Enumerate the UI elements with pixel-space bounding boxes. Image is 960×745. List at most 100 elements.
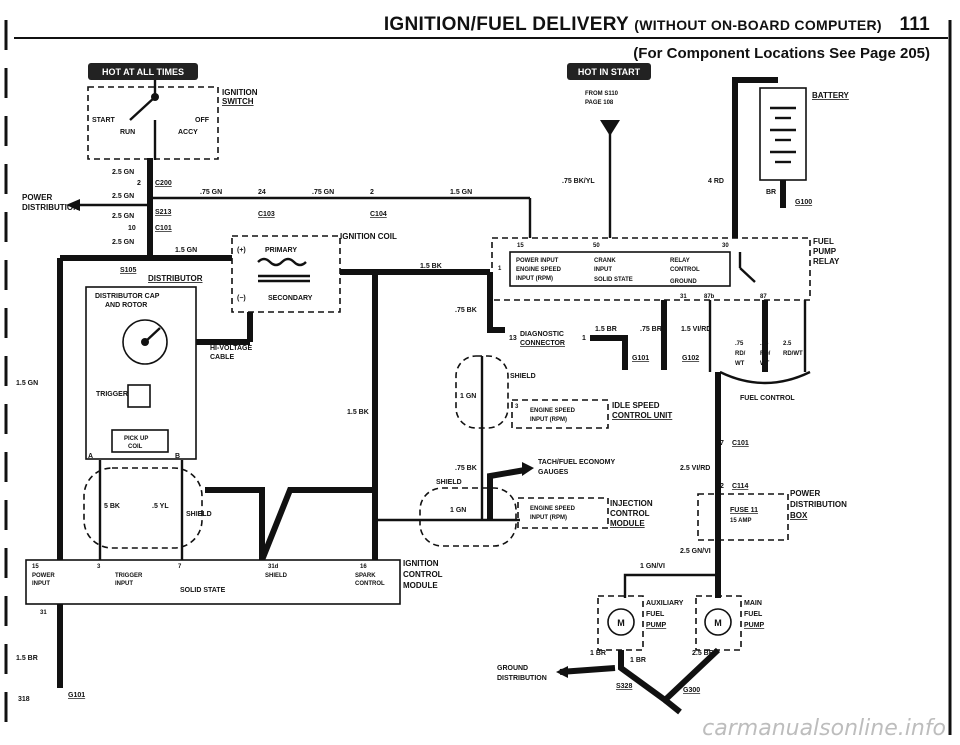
wire-15gn-b: 1.5 GN xyxy=(450,189,472,196)
relay-pin31: 31 xyxy=(680,294,687,300)
idle-speed-harness: SHIELD 1 GN xyxy=(455,355,536,520)
distributor-pin-a: A xyxy=(88,453,93,460)
pickup-line2: COIL xyxy=(128,444,143,450)
fuse-11: FUSE 11 xyxy=(730,507,758,514)
c101-pin: 10 xyxy=(128,225,136,232)
aux-pump-line3: PUMP xyxy=(646,622,667,629)
wire-1gn-a: 1 GN xyxy=(460,393,476,400)
distributor-cap: DISTRIBUTOR CAP xyxy=(95,293,160,300)
wire-15br: 1.5 BR xyxy=(595,326,617,333)
page-header: IGNITION/FUEL DELIVERY (WITHOUT ON-BOARD… xyxy=(0,0,960,62)
ignition-coil-title: IGNITION COIL xyxy=(340,232,397,241)
wire-25gn-c: 2.5 GN xyxy=(112,213,134,220)
fuel-wire-wt1: WT xyxy=(735,361,745,367)
idle-title1: IDLE SPEED xyxy=(612,401,660,410)
idle-engine-speed: ENGINE SPEED xyxy=(530,408,576,414)
ignition-switch-title1: IGNITION xyxy=(222,88,258,97)
coil-plus: (+) xyxy=(237,247,246,254)
fuel-control: .75 RD/ WT .75 RD/ WT 2.5 RD/WT FUEL CON… xyxy=(708,300,811,402)
switch-run-label: RUN xyxy=(120,129,135,136)
wire-4rd: 4 RD xyxy=(708,178,724,185)
ground-g300: G300 xyxy=(683,687,700,694)
page-subtitle: (For Component Locations See Page 205) xyxy=(633,45,930,62)
icm-title1: IGNITION xyxy=(403,559,439,568)
distributor-title: DISTRIBUTOR xyxy=(148,274,203,283)
wire-25gn-b: 2.5 GN xyxy=(112,193,134,200)
auxiliary-fuel-pump: M AUXILIARY FUEL PUMP 1 BR xyxy=(590,595,684,657)
icm-pin15: 15 xyxy=(32,564,39,570)
fuel-wire-25: 2.5 xyxy=(783,341,792,347)
c101-r-pin: 7 xyxy=(720,440,724,447)
switch-off-label: OFF xyxy=(195,117,210,124)
relay-pin15: 15 xyxy=(517,243,524,249)
pdb-line3: BOX xyxy=(790,511,808,520)
relay-pin30: 30 xyxy=(722,243,729,249)
relay-solid-state: SOLID STATE xyxy=(594,277,633,283)
from-s110-line1: FROM S110 xyxy=(585,91,619,97)
icm-trigger2: INPUT xyxy=(115,581,133,587)
tach-gauges: TACH/FUEL ECONOMY GAUGES .75 BK xyxy=(455,459,615,520)
battery: 4 RD BATTERY BR G100 xyxy=(708,77,850,238)
tach-line1: TACH/FUEL ECONOMY xyxy=(538,459,615,466)
diagnostic-pin13: 13 xyxy=(509,335,517,342)
coil-primary: PRIMARY xyxy=(265,247,297,254)
fuel-wire-rd1: RD/ xyxy=(735,351,746,357)
icm-spark1: SPARK xyxy=(355,573,376,579)
relay-input: INPUT xyxy=(594,267,612,273)
wire-75br: .75 BR xyxy=(640,326,662,333)
title-sub: (WITHOUT ON-BOARD COMPUTER) xyxy=(634,17,882,33)
ignition-switch-title2: SWITCH xyxy=(222,97,254,106)
idle-shield-label: SHIELD xyxy=(510,373,536,380)
icm-pin31: 31 xyxy=(40,610,47,616)
page-title: IGNITION/FUEL DELIVERY (WITHOUT ON-BOARD… xyxy=(384,14,930,36)
power-distribution-left: POWER DISTRIBUTION xyxy=(22,193,148,212)
icm-pin3: 3 xyxy=(97,564,101,570)
fuel-wire-wt2: WT xyxy=(760,361,770,367)
icm-pin16: 16 xyxy=(360,564,367,570)
icm-title2: CONTROL xyxy=(403,570,443,579)
main-pump-line3: PUMP xyxy=(744,622,765,629)
icm-power1: POWER xyxy=(32,573,55,579)
icm-title3: MODULE xyxy=(403,581,438,590)
distributor-rotor: AND ROTOR xyxy=(105,302,147,309)
wire-75bk-b: .75 BK xyxy=(455,465,477,472)
relay-title2: PUMP xyxy=(813,247,837,256)
relay-control: CONTROL xyxy=(670,267,700,273)
relay-ground: GROUND xyxy=(670,279,697,285)
distributor-pin-b: B xyxy=(175,453,180,460)
hv-cable-line2: CABLE xyxy=(210,354,234,361)
wire-15bk-b: 1.5 BK xyxy=(347,409,369,416)
wire-1gn-b: 1 GN xyxy=(450,507,466,514)
relay-pin50: 50 xyxy=(593,243,600,249)
header-rule xyxy=(14,37,948,39)
main-pump-line2: FUEL xyxy=(744,611,763,618)
pickup-line1: PICK UP xyxy=(124,436,148,442)
wire-15gn-left: 1.5 GN xyxy=(16,380,38,387)
relay-title1: FUEL xyxy=(813,237,834,246)
ground-dist-line2: DISTRIBUTION xyxy=(497,675,547,682)
relay-input-rpm: INPUT (RPM) xyxy=(516,276,553,282)
hot-in-start-banner: HOT IN START xyxy=(567,63,651,80)
wire-br: BR xyxy=(766,189,776,196)
icm-solid-state: SOLID STATE xyxy=(180,587,226,594)
relay-pin1: 1 xyxy=(498,266,502,272)
idle-title2: CONTROL UNIT xyxy=(612,411,672,420)
c114-pin: 2 xyxy=(720,483,724,490)
wire-25br: 2.5 BR xyxy=(692,650,714,657)
idle-input-rpm: INPUT (RPM) xyxy=(530,417,567,423)
ignition-switch: IGNITION SWITCH START OFF RUN ACCY xyxy=(87,80,258,160)
ground-distribution: 1 BR GROUND DISTRIBUTION S328 G300 xyxy=(497,647,721,715)
ignition-control-module: IGNITION CONTROL MODULE 15 POWER INPUT 3… xyxy=(18,559,443,703)
wire-75gn-b: .75 GN xyxy=(312,189,334,196)
icm-power2: INPUT xyxy=(32,581,50,587)
trigger-harness: 5 BK .5 YL SHIELD xyxy=(83,460,375,562)
power-dist-left-line2: DISTRIBUTION xyxy=(22,203,79,212)
hv-cable-line1: HI-VOLTAGE xyxy=(210,345,252,352)
wire-15br-left: 1.5 BR xyxy=(16,655,38,662)
splice-s213: S213 xyxy=(155,209,171,216)
coil-minus: (−) xyxy=(237,295,246,302)
title-main: IGNITION/FUEL DELIVERY xyxy=(383,14,629,35)
diagnostic-line1: DIAGNOSTIC xyxy=(520,331,564,338)
icm-spark2: CONTROL xyxy=(355,581,385,587)
